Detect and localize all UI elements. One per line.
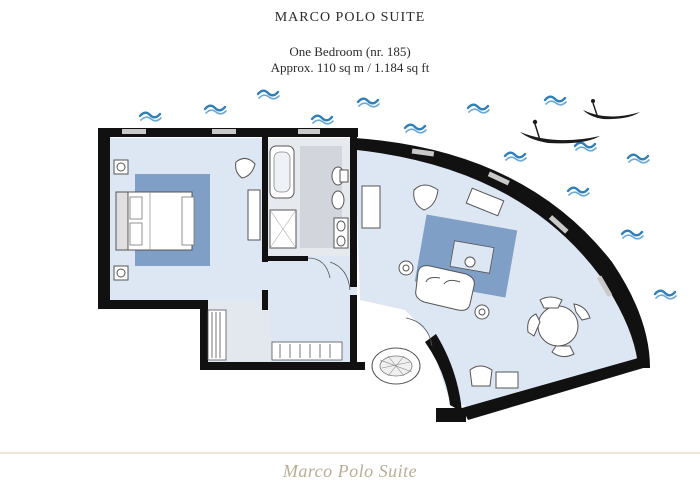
sofa-icon [415,265,475,311]
toilet-icon [331,166,349,210]
suite-subtitle: One Bedroom (nr. 185) [289,44,411,59]
shower-icon [269,209,297,249]
wave-icon [356,97,381,108]
dining-table-icon [527,296,591,358]
wave-icon [138,111,163,122]
wave-icon [503,151,528,162]
gondola-icon [520,119,600,144]
armchair-icon [469,365,493,387]
windows [122,129,613,298]
wave-icon [466,103,491,114]
wave-icon [566,186,591,197]
wave-icon [256,89,281,100]
footer-signature: Marco Polo Suite [282,461,418,481]
armchair-icon [413,184,439,211]
wave-icon [626,153,651,164]
console-table [361,185,381,229]
footer-rule [0,452,700,454]
armchair-icon [235,158,256,179]
closet [207,309,343,361]
bathtub-icon [269,145,295,199]
sink-icon [333,217,349,249]
wave-icon [403,123,428,134]
tv-cabinet [465,187,505,217]
bed-icon [115,191,195,251]
wave-icon [573,141,598,152]
suite-area: Approx. 110 sq m / 1.184 sq ft [270,60,430,75]
gondola-icon [583,99,640,120]
page-title: MARCO POLO SUITE [274,10,426,25]
wave-icon [543,95,568,106]
stair-icon [371,347,421,385]
side-table-icon [398,256,490,320]
wave-icon [203,104,228,115]
wardrobe [247,189,261,241]
wave-icon [620,229,645,240]
door-swing [405,317,433,347]
door-swing [307,257,331,279]
wave-icon [310,114,335,125]
lamp-icon [113,159,129,281]
door-swing [329,261,351,291]
desk [495,371,519,389]
wave-icon [653,289,678,300]
